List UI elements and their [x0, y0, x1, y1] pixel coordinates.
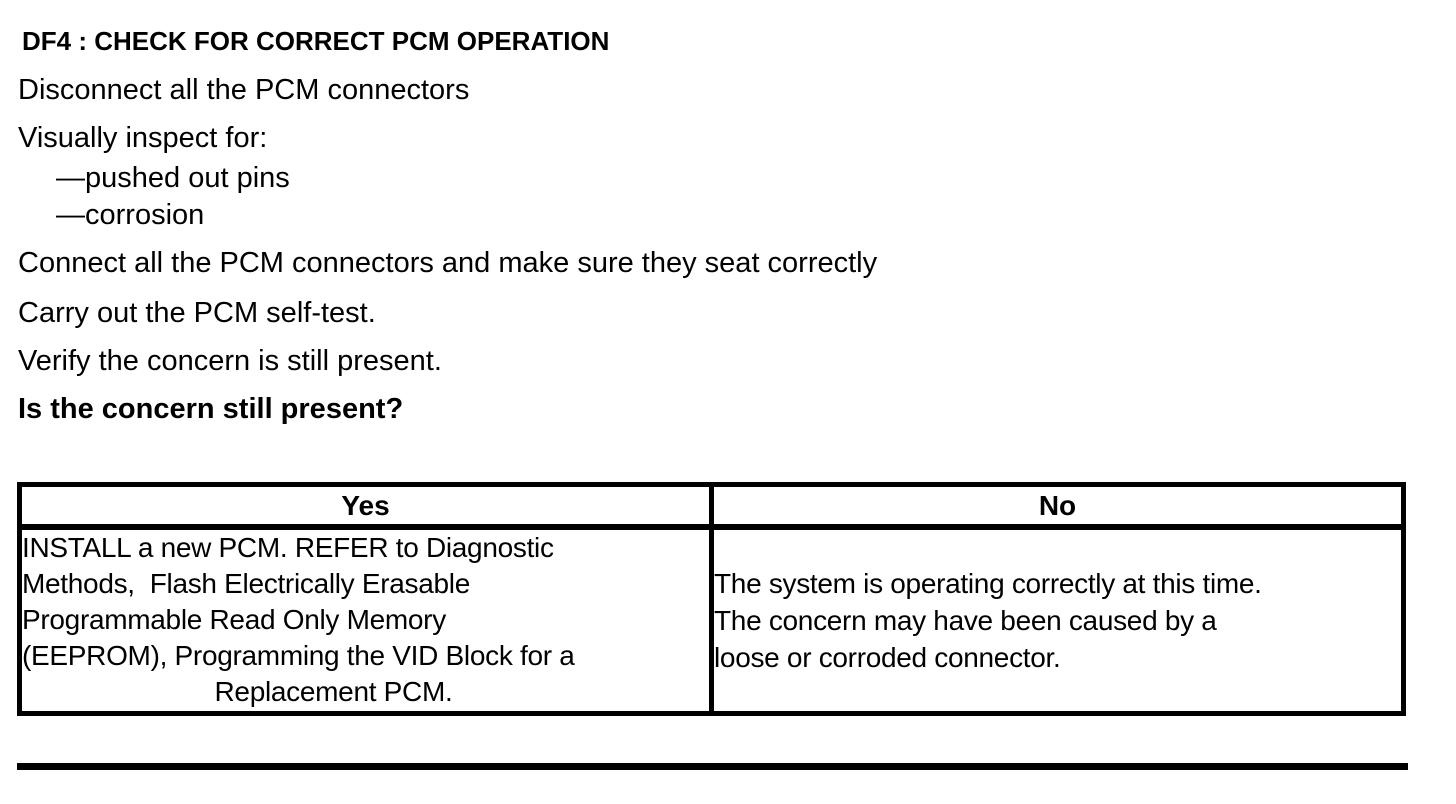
inspection-item: —corrosion: [56, 199, 205, 231]
action-text-line: INSTALL a new PCM. REFER to Diagnostic: [22, 532, 554, 563]
action-text-line: (EEPROM), Programming the VID Block for …: [22, 640, 575, 671]
no-action-cell: The system is operating correctly at thi…: [709, 524, 1406, 716]
page-divider-rule: [17, 763, 1408, 770]
question-text: Is the concern still present?: [18, 393, 404, 425]
instruction-line: Disconnect all the PCM connectors: [18, 74, 470, 106]
results-table: Yes No INSTALL a new PCM. REFER to Diagn…: [17, 482, 1406, 716]
results-table-header-row: Yes No: [17, 482, 1406, 530]
inspection-item: —pushed out pins: [56, 162, 290, 194]
instruction-line: Visually inspect for:: [18, 122, 268, 154]
instruction-line: Verify the concern is still present.: [18, 345, 442, 377]
action-text-line: The system is operating correctly at thi…: [714, 568, 1262, 599]
no-column-header: No: [709, 482, 1406, 530]
yes-action-cell: INSTALL a new PCM. REFER to Diagnostic M…: [17, 524, 714, 716]
yes-column-header: Yes: [17, 482, 714, 530]
action-text-line: Methods, Flash Electrically Erasable: [22, 568, 470, 599]
action-text-line: Programmable Read Only Memory: [22, 604, 446, 635]
action-text-line: Replacement PCM.: [214, 676, 453, 707]
page-title: DF4 : CHECK FOR CORRECT PCM OPERATION: [22, 26, 610, 56]
instruction-line: Connect all the PCM connectors and make …: [18, 247, 878, 279]
results-table-body-row: INSTALL a new PCM. REFER to Diagnostic M…: [17, 524, 1406, 716]
action-text-line: The concern may have been caused by a: [714, 605, 1217, 636]
instruction-line: Carry out the PCM self-test.: [18, 297, 376, 329]
action-text-line: loose or corroded connector.: [714, 642, 1061, 673]
